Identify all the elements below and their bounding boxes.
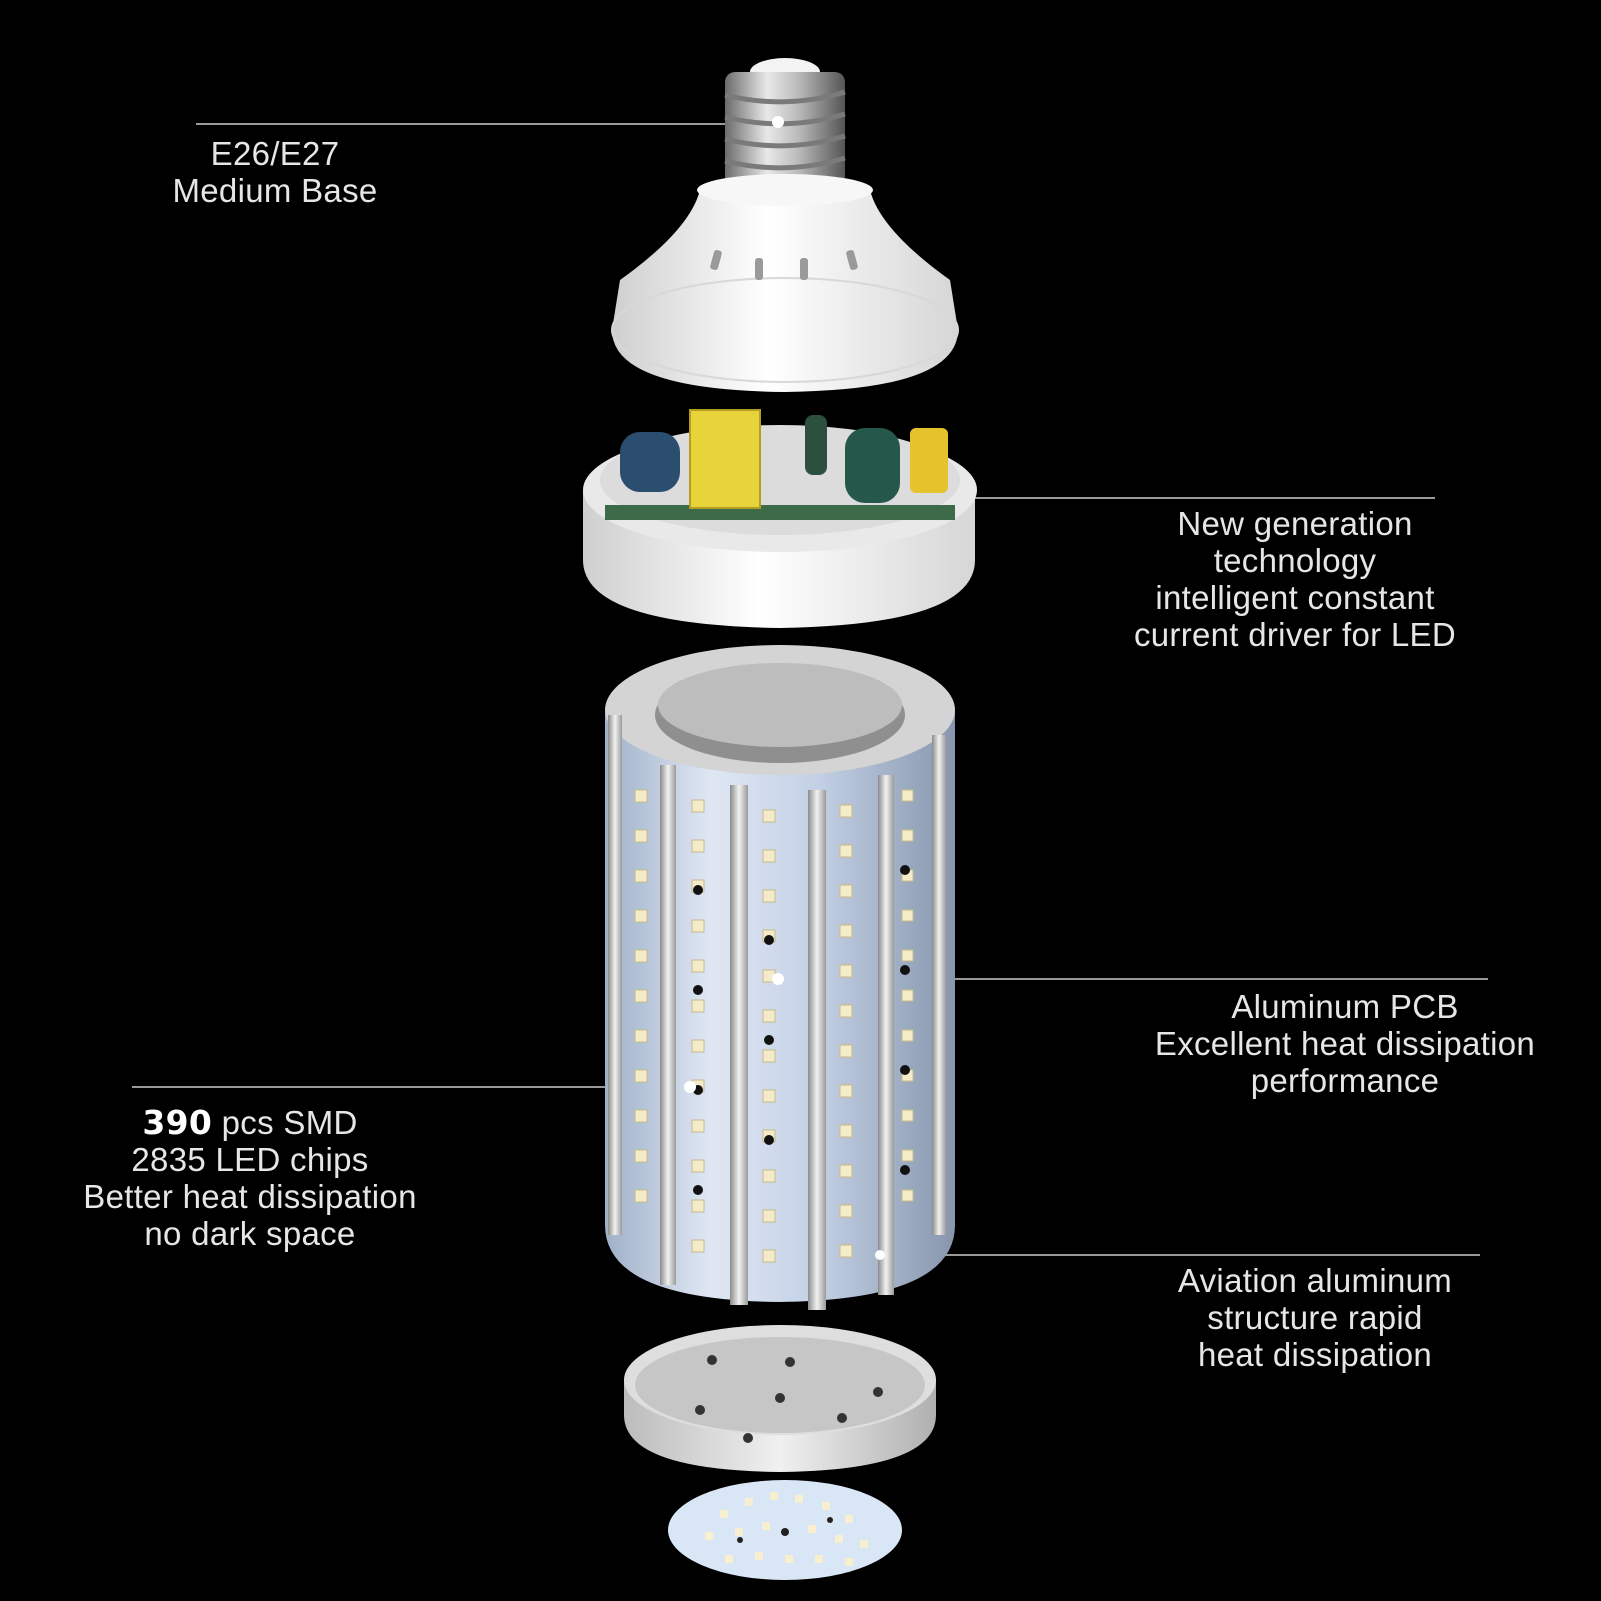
label-alu-line2: structure rapid	[1207, 1299, 1423, 1336]
driver-module	[583, 409, 977, 628]
label-base-line2: Medium Base	[172, 172, 378, 209]
label-pcb-line3: performance	[1250, 1062, 1440, 1099]
label-pcb-line1: Aluminum PCB	[1231, 988, 1459, 1025]
label-led-chips: 390 pcs SMD 2835 LED chips Better heat d…	[40, 1104, 460, 1252]
screw-base	[724, 58, 846, 187]
label-led-line2: 2835 LED chips	[131, 1141, 369, 1178]
label-base-line1: E26/E27	[210, 135, 340, 172]
label-aluminum-pcb: Aluminum PCB Excellent heat dissipation …	[1110, 988, 1580, 1099]
label-alu-line1: Aviation aluminum	[1177, 1262, 1453, 1299]
led-count: 390	[142, 1103, 213, 1142]
label-medium-base: E26/E27 Medium Base	[120, 135, 430, 209]
label-driver-line3: intelligent constant	[1155, 579, 1435, 616]
label-pcb-line2: Excellent heat dissipation	[1154, 1025, 1536, 1062]
round-led-board	[668, 1480, 902, 1580]
label-alu-line3: heat dissipation	[1197, 1336, 1433, 1373]
label-led-line1: 390 pcs SMD	[40, 1104, 460, 1141]
label-driver: New generation technology intelligent co…	[1085, 505, 1505, 653]
label-led-line3: Better heat dissipation	[83, 1178, 417, 1215]
label-driver-line4: current driver for LED	[1133, 616, 1457, 653]
base-housing	[611, 174, 959, 392]
end-plate	[624, 1325, 936, 1472]
led-cylinder	[605, 645, 955, 1310]
label-aviation-aluminum: Aviation aluminum structure rapid heat d…	[1140, 1262, 1490, 1373]
label-driver-line2: technology	[1213, 542, 1377, 579]
led-count-unit: pcs SMD	[221, 1104, 358, 1141]
label-led-line4: no dark space	[144, 1215, 356, 1252]
label-driver-line1: New generation	[1177, 505, 1413, 542]
